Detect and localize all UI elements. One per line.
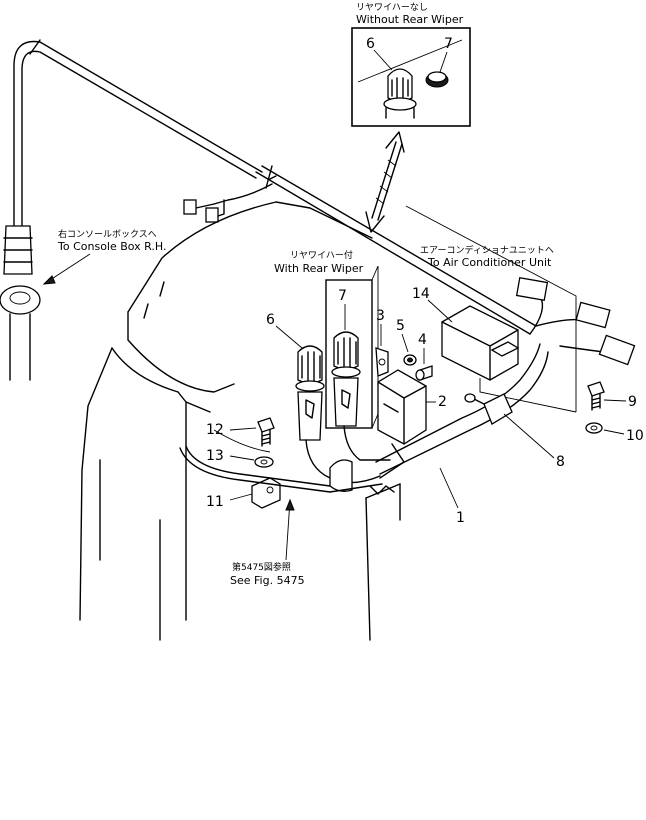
nut — [403, 354, 417, 366]
see-fig-en-label: See Fig. 5475 — [230, 574, 305, 587]
part-number-3: 3 — [376, 308, 385, 324]
part-number-12: 12 — [206, 422, 224, 438]
part-number-7-inset: 7 — [444, 36, 453, 52]
part-number-2: 2 — [438, 394, 447, 410]
part-number-1: 1 — [456, 510, 465, 526]
part-number-14: 14 — [412, 286, 430, 302]
relay — [377, 369, 427, 479]
with-rear-wiper-jp-label: リヤワイハー付 — [290, 250, 353, 261]
cab-shell — [79, 201, 401, 641]
part-number-4: 4 — [418, 332, 427, 348]
bracket — [375, 347, 389, 377]
washer-10 — [585, 422, 603, 434]
inset-cap — [425, 71, 449, 88]
part-number-11: 11 — [206, 494, 224, 510]
relay-box — [441, 305, 520, 381]
inset-knob-switch — [383, 68, 417, 119]
linking-double-arrow — [365, 131, 405, 233]
washer-13 — [254, 456, 274, 468]
switch-7 — [331, 331, 361, 427]
with-rear-wiper-frame — [325, 279, 373, 429]
console-en-label: To Console Box R.H. — [57, 240, 167, 253]
part-number-6: 6 — [266, 312, 275, 328]
part-number-13: 13 — [206, 448, 224, 464]
console-jp-label: 右コンソールボックスへ — [58, 228, 157, 240]
switch-6 — [295, 345, 325, 441]
inset-without-rear-wiper: リヤワイハーなし Without Rear Wiper 6 7 — [351, 2, 471, 127]
aircon-en-label: To Air Conditioner Unit — [427, 256, 552, 269]
part-number-8: 8 — [556, 454, 565, 470]
screw — [415, 365, 433, 381]
inset-frame — [351, 27, 471, 127]
bolt-9 — [587, 381, 605, 411]
without-rear-wiper-jp-label: リヤワイハーなし — [356, 2, 428, 13]
part-number-6-inset: 6 — [366, 36, 375, 52]
aircon-jp-label: エアーコンディショナユニットヘ — [420, 244, 554, 256]
see-fig-jp-label: 第5475図参照 — [232, 561, 291, 573]
part-number-5: 5 — [396, 318, 405, 334]
part-number-9: 9 — [628, 394, 637, 410]
with-rear-wiper-en-label: With Rear Wiper — [274, 262, 364, 275]
part-number-7: 7 — [338, 288, 347, 304]
cable-clamp — [329, 459, 353, 492]
part-number-10: 10 — [626, 428, 644, 444]
main-cable — [375, 343, 549, 475]
bolt-12 — [257, 417, 275, 447]
console-cable — [0, 39, 263, 381]
aircon-harness — [183, 165, 636, 366]
without-rear-wiper-en-label: Without Rear Wiper — [356, 13, 464, 26]
